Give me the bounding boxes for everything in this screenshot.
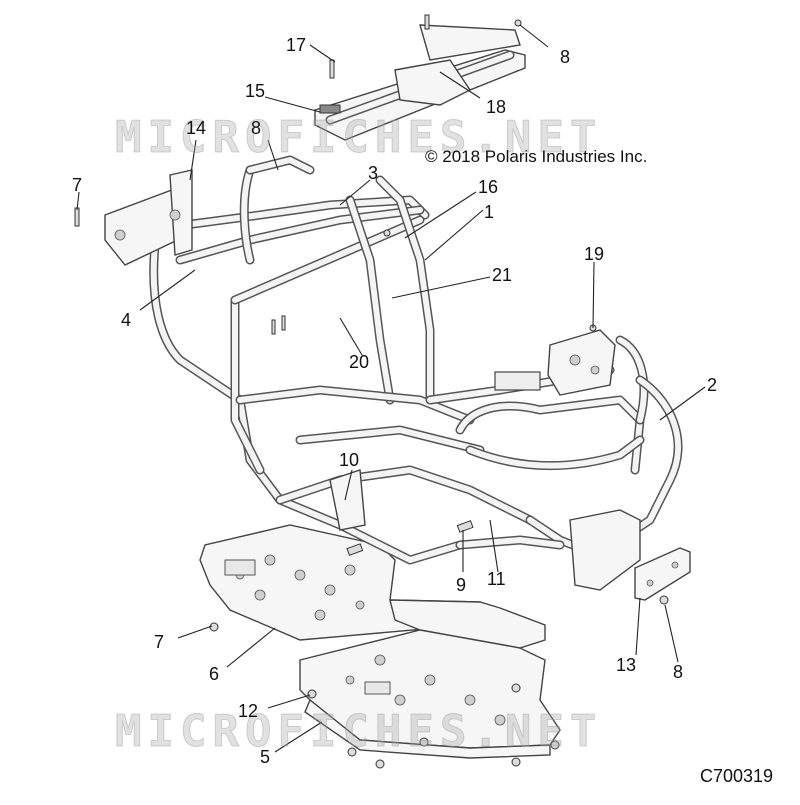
callout-19: 19 [584, 244, 605, 264]
callout-11: 11 [487, 569, 506, 589]
bracket-14 [104, 169, 193, 266]
callout-7-top: 7 [72, 175, 83, 195]
callout-20: 20 [349, 352, 370, 372]
callout-8-rear: 8 [251, 118, 262, 138]
callout-6: 6 [209, 664, 220, 684]
callout-13: 13 [616, 655, 637, 675]
callout-12: 12 [238, 701, 259, 721]
watermark-bottom: MICROFICHES.NET [114, 706, 603, 758]
callout-2: 2 [707, 375, 718, 395]
front-mount-19 [494, 329, 641, 591]
callout-8-top: 8 [560, 47, 571, 67]
bracket-13 [634, 547, 691, 601]
crossmember-15 [314, 24, 526, 141]
skid-plate-6 [199, 524, 546, 649]
callout-16: 16 [478, 177, 499, 197]
leader-lines [76, 24, 706, 753]
callout-5: 5 [260, 747, 271, 767]
callout-7-bottom: 7 [154, 632, 165, 652]
callout-15: 15 [245, 81, 266, 101]
callout-14: 14 [186, 118, 207, 138]
callout-8-front: 8 [673, 662, 684, 682]
bracket-10 [329, 469, 366, 531]
callout-18: 18 [486, 97, 507, 117]
drawing-code: C700319 [700, 766, 774, 786]
callout-10: 10 [339, 450, 360, 470]
callout-9: 9 [456, 575, 467, 595]
callout-21: 21 [492, 265, 513, 285]
watermark-top: MICROFICHES.NET [114, 112, 603, 164]
skid-plate-5 [299, 629, 561, 759]
callout-4: 4 [121, 310, 132, 330]
callout-1: 1 [484, 202, 495, 222]
main-frame-1 [149, 155, 683, 565]
copyright-notice: © 2018 Polaris Industries Inc. [425, 147, 648, 166]
callout-3: 3 [368, 163, 379, 183]
callout-17: 17 [286, 35, 307, 55]
